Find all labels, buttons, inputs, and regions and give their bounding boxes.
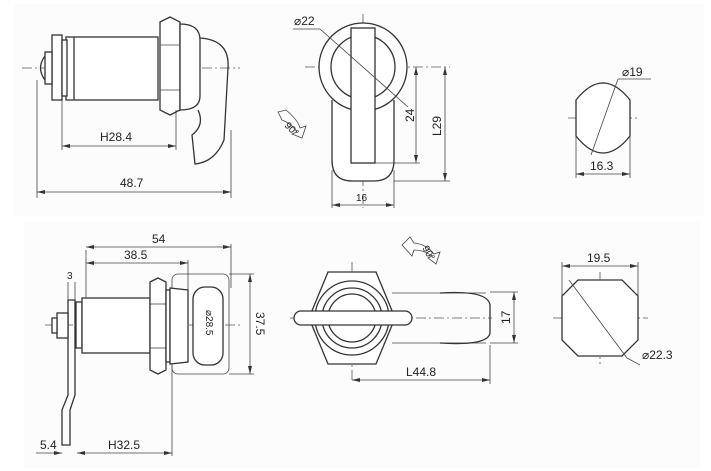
- dim-dia-22-3: ⌀22.3: [642, 348, 673, 362]
- dim-37-5: 37.5: [253, 312, 267, 336]
- top-key-view: ⌀19 16.3: [568, 65, 651, 178]
- dim-h32-5: H32.5: [108, 438, 140, 452]
- dim-l44-8: L44.8: [406, 365, 436, 379]
- rotation-arrow-icon: [401, 236, 441, 265]
- bottom-cut-view: ⌀22.3 19.5: [553, 251, 673, 366]
- dim-16-3: 16.3: [590, 159, 614, 173]
- dim-dia-28-5: ⌀28.5: [203, 310, 214, 336]
- dim-l29: L29: [430, 116, 444, 136]
- dim-3: 3: [67, 271, 73, 282]
- dim-dia-22: ⌀22: [294, 14, 315, 28]
- rotation-arrow-icon: [277, 109, 307, 139]
- dim-48-7: 48.7: [120, 176, 144, 190]
- dim-5-4: 5.4: [40, 438, 57, 452]
- dim-17: 17: [499, 310, 513, 324]
- top-front-view: ⌀22 24 L29 16 90°: [277, 14, 450, 208]
- dim-38-5: 38.5: [124, 248, 148, 262]
- dim-16: 16: [356, 193, 368, 204]
- dim-24: 24: [403, 108, 417, 122]
- rotation-90-bottom: 90°: [419, 244, 436, 263]
- dim-dia-19: ⌀19: [622, 65, 643, 79]
- dim-19-5: 19.5: [587, 251, 611, 265]
- bottom-front-view: 17 L44.8 90°: [290, 236, 518, 384]
- bottom-side-view: 54 38.5 3 ⌀28.5 37.5 5.4 H32.5: [36, 232, 267, 456]
- dim-54: 54: [152, 232, 166, 246]
- top-side-view: H28.4 48.7: [22, 16, 240, 198]
- dim-h28-4: H28.4: [100, 130, 132, 144]
